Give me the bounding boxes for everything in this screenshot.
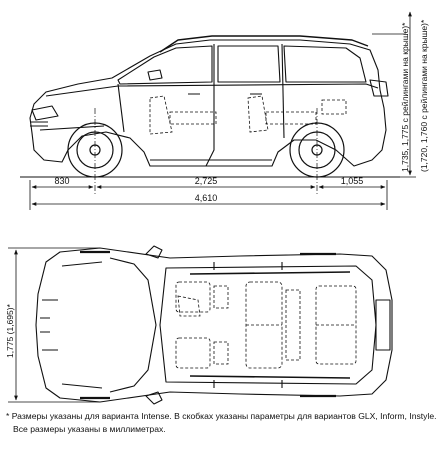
- side-interior-outline: [149, 95, 347, 135]
- footnote: * Размеры указаны для варианта Intense. …: [6, 410, 438, 436]
- footnote-line-1: * Размеры указаны для варианта Intense. …: [6, 411, 437, 421]
- width-label: 1,775 (1,695)*: [5, 303, 15, 358]
- width-dimension-lines: [8, 247, 100, 403]
- rear-overhang-label: 1,055: [341, 176, 364, 186]
- height-label: 1,735, 1,775 с рейлингами на крыше)*: [400, 22, 410, 172]
- overall-length-label: 4,610: [195, 193, 218, 203]
- top-view-vehicle: [35, 245, 393, 405]
- wheel-axis-lines: [94, 108, 318, 196]
- side-view-vehicle: [29, 35, 389, 167]
- length-dimension-lines: [29, 180, 388, 210]
- wheelbase-label: 2,725: [195, 176, 218, 186]
- top-interior-outline: [175, 281, 357, 369]
- height-alt-label: (1,720, 1,760 с рейлингами на крыше)*: [419, 19, 429, 172]
- height-dimension-lines: [372, 11, 416, 178]
- front-overhang-label: 830: [54, 176, 69, 186]
- footnote-line-2: Все размеры указаны в миллиметрах.: [13, 424, 166, 434]
